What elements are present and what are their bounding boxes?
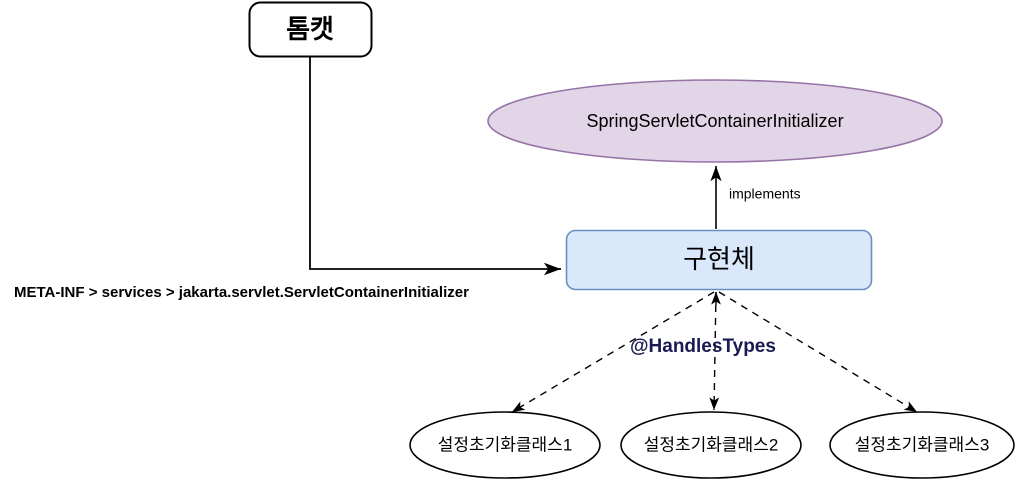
node-config-class-1-shape[interactable] bbox=[409, 411, 601, 479]
node-implementation-shape[interactable] bbox=[565, 229, 873, 291]
edge-tomcat-to-implementation bbox=[309, 57, 561, 276]
node-tomcat[interactable]: 톰캣 bbox=[248, 1, 373, 58]
edge-handles-types-group bbox=[511, 291, 918, 413]
edge-label-meta-inf-services-path: META-INF > services > jakarta.servlet.Se… bbox=[14, 284, 469, 301]
node-config-class-2-shape[interactable] bbox=[620, 411, 802, 479]
node-config-class-1[interactable]: 설정초기화클래스1 bbox=[409, 411, 601, 479]
edge-label-implements: implements bbox=[729, 186, 801, 202]
node-config-class-3-shape[interactable] bbox=[829, 411, 1015, 479]
edge-line-to-config-class-1 bbox=[511, 291, 715, 413]
node-config-class-3-label: 설정초기화클래스3 bbox=[855, 435, 990, 454]
edge-line-tomcat-to-implementation bbox=[309, 57, 561, 276]
node-tomcat-shape[interactable] bbox=[248, 1, 373, 58]
node-config-class-1-label: 설정초기화클래스1 bbox=[438, 435, 573, 454]
node-config-class-3[interactable]: 설정초기화클래스3 bbox=[829, 411, 1015, 479]
node-tomcat-label: 톰캣 bbox=[286, 14, 334, 44]
node-implementation[interactable]: 구현체 bbox=[565, 229, 873, 291]
node-spring-servlet-container-initializer-label: SpringServletContainerInitializer bbox=[586, 111, 843, 131]
node-spring-servlet-container-initializer-shape[interactable] bbox=[487, 79, 943, 163]
edge-label-handles-types: @HandlesTypes bbox=[630, 336, 776, 357]
node-config-class-2[interactable]: 설정초기화클래스2 bbox=[620, 411, 802, 479]
node-config-class-2-label: 설정초기화클래스2 bbox=[644, 435, 779, 454]
node-spring-servlet-container-initializer[interactable]: SpringServletContainerInitializer bbox=[487, 79, 943, 163]
edge-line-to-config-class-2 bbox=[709, 291, 720, 411]
node-implementation-label: 구현체 bbox=[683, 244, 755, 274]
